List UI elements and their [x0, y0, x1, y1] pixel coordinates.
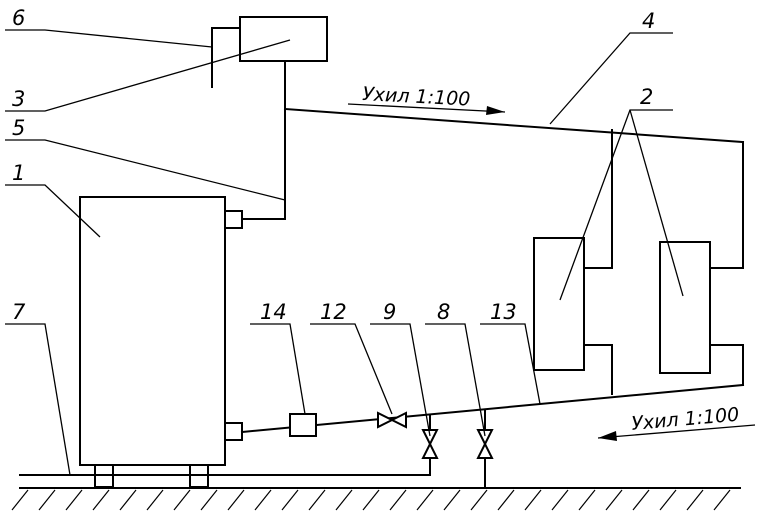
hatch-line: [551, 489, 569, 511]
valve-12: [377, 411, 407, 429]
hatch-line: [65, 489, 83, 511]
hatch-line: [443, 489, 461, 511]
hatch-line: [578, 489, 596, 511]
hatch-line: [713, 489, 731, 511]
hatch-line: [470, 489, 488, 511]
slope-return: Ухил 1:100: [597, 404, 756, 441]
supply-main: [283, 107, 745, 144]
boiler: [79, 196, 243, 488]
hatch-line: [119, 489, 137, 511]
hatch-line: [281, 489, 299, 511]
radiator-left: [533, 237, 585, 371]
hatch-line: [659, 489, 677, 511]
hatch-line: [605, 489, 623, 511]
label-1: 1: [12, 161, 25, 185]
radiator-right: [659, 241, 711, 374]
callout-labels: 6 3 5 1 7 4 2 14 12 9 8 13: [12, 6, 655, 324]
hatch-line: [11, 489, 29, 511]
label-4: 4: [642, 9, 655, 33]
label-5: 5: [12, 116, 25, 140]
hatch-line: [416, 489, 434, 511]
radiators: [533, 237, 711, 374]
label-9: 9: [383, 300, 396, 324]
filter-14: [289, 413, 317, 437]
supply-piping: [241, 60, 745, 269]
boiler-supply-nozzle: [224, 210, 243, 229]
slope-supply: Ухил 1:100: [347, 83, 506, 115]
ground-hatching: [11, 489, 731, 511]
hatch-line: [335, 489, 353, 511]
label-7: 7: [12, 300, 26, 324]
slope-return-text: Ухил 1:100: [631, 404, 741, 435]
boiler-return-nozzle: [224, 422, 243, 441]
hatch-line: [173, 489, 191, 511]
leader-lines: [5, 29, 684, 476]
label-2: 2: [640, 85, 653, 109]
hatch-line: [362, 489, 380, 511]
hatch-line: [227, 489, 245, 511]
valve-8: [476, 429, 494, 459]
hatch-line: [38, 489, 56, 511]
label-14: 14: [260, 300, 287, 324]
hatch-line: [632, 489, 650, 511]
hatch-line: [146, 489, 164, 511]
ground: [11, 487, 741, 511]
label-13: 13: [490, 300, 517, 324]
hatch-line: [524, 489, 542, 511]
hatch-line: [254, 489, 272, 511]
hatch-line: [497, 489, 515, 511]
label-6: 6: [12, 6, 25, 30]
valve-9: [421, 429, 439, 459]
hatch-line: [389, 489, 407, 511]
label-8: 8: [437, 300, 450, 324]
hatch-line: [686, 489, 704, 511]
return-main: [240, 383, 745, 434]
hatch-line: [200, 489, 218, 511]
expansion-tank: [211, 16, 328, 88]
hatch-line: [308, 489, 326, 511]
label-3: 3: [12, 87, 25, 111]
slope-supply-text: Ухил 1:100: [362, 83, 471, 111]
hatch-line: [92, 489, 110, 511]
label-12: 12: [320, 300, 347, 324]
